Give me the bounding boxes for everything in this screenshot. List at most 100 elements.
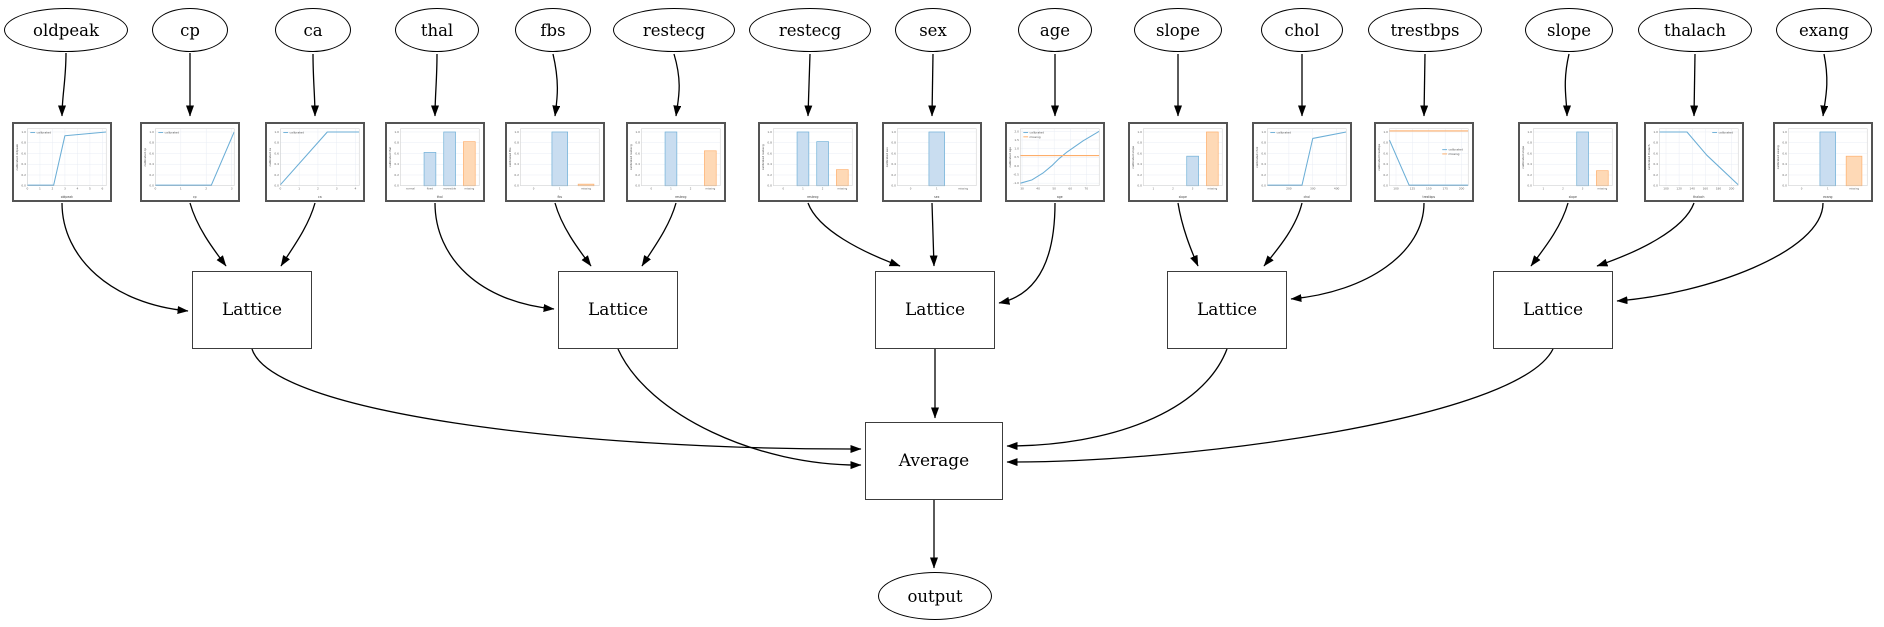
- svg-text:calibrated slope: calibrated slope: [1131, 146, 1135, 169]
- feature-node-restecg-2: restecg: [749, 8, 871, 52]
- edge: [61, 202, 189, 315]
- svg-text:1.0: 1.0: [1383, 130, 1388, 134]
- svg-text:0.6: 0.6: [891, 151, 896, 155]
- svg-text:1: 1: [180, 187, 182, 191]
- feature-node-slope: slope: [1134, 8, 1222, 52]
- svg-text:0.6: 0.6: [1653, 151, 1658, 155]
- svg-text:calibrated: calibrated: [165, 131, 180, 135]
- svg-text:0: 0: [782, 187, 784, 191]
- svg-text:restecg: restecg: [675, 195, 686, 199]
- svg-text:calibrated age: calibrated age: [1008, 147, 1012, 168]
- svg-text:0.8: 0.8: [149, 141, 154, 145]
- svg-text:0.2: 0.2: [394, 173, 399, 177]
- lattice-label: Lattice: [587, 300, 649, 320]
- svg-text:missing: missing: [464, 187, 474, 191]
- feature-label: sex: [919, 20, 947, 40]
- svg-text:0.4: 0.4: [1137, 162, 1142, 166]
- svg-text:1.0: 1.0: [635, 130, 640, 134]
- svg-text:0.4: 0.4: [1782, 162, 1787, 166]
- svg-text:1: 1: [559, 187, 561, 191]
- svg-text:0: 0: [533, 187, 535, 191]
- svg-text:200: 200: [1286, 187, 1292, 191]
- svg-text:missing: missing: [837, 187, 847, 191]
- svg-text:0.8: 0.8: [767, 141, 772, 145]
- svg-text:1.0: 1.0: [1782, 130, 1787, 134]
- svg-text:0.4: 0.4: [767, 162, 772, 166]
- svg-text:0.8: 0.8: [21, 141, 26, 145]
- svg-text:2: 2: [690, 187, 692, 191]
- feature-label: restecg: [642, 20, 706, 40]
- svg-text:0.0: 0.0: [149, 184, 154, 188]
- svg-text:fixed: fixed: [427, 187, 434, 191]
- edge: [310, 53, 319, 117]
- edge: [929, 202, 938, 267]
- svg-text:0.6: 0.6: [274, 151, 279, 155]
- svg-text:0.6: 0.6: [1137, 151, 1142, 155]
- edge: [998, 202, 1056, 305]
- svg-text:2: 2: [822, 187, 824, 191]
- svg-text:calibrated exang: calibrated exang: [1776, 145, 1780, 169]
- edge: [431, 53, 440, 117]
- svg-text:1.0: 1.0: [514, 130, 519, 134]
- svg-text:chol: chol: [1304, 195, 1311, 199]
- svg-text:300: 300: [1310, 187, 1316, 191]
- svg-text:0.6: 0.6: [1527, 151, 1532, 155]
- svg-text:160: 160: [1703, 187, 1709, 191]
- svg-text:0.8: 0.8: [1383, 141, 1388, 145]
- svg-text:oldpeak: oldpeak: [61, 195, 73, 199]
- svg-text:1.0: 1.0: [1014, 147, 1019, 151]
- svg-text:1.0: 1.0: [1137, 130, 1142, 134]
- lattice-label: Lattice: [1196, 300, 1258, 320]
- svg-text:0.0: 0.0: [1653, 184, 1658, 188]
- svg-text:0.6: 0.6: [514, 151, 519, 155]
- svg-text:1.0: 1.0: [21, 130, 26, 134]
- svg-text:0.5: 0.5: [1014, 155, 1019, 159]
- svg-text:0: 0: [910, 187, 912, 191]
- svg-text:400: 400: [1334, 187, 1340, 191]
- svg-text:0.4: 0.4: [891, 162, 896, 166]
- svg-text:0.0: 0.0: [1014, 164, 1019, 168]
- svg-text:1: 1: [1542, 187, 1544, 191]
- svg-text:120: 120: [1676, 187, 1682, 191]
- svg-text:0.0: 0.0: [1527, 184, 1532, 188]
- svg-text:-0.5: -0.5: [1013, 172, 1019, 176]
- svg-text:calibrated thal: calibrated thal: [388, 147, 392, 168]
- edge: [554, 202, 592, 267]
- svg-text:2: 2: [205, 187, 207, 191]
- svg-text:trestbps: trestbps: [1423, 195, 1436, 199]
- svg-text:0.0: 0.0: [1137, 184, 1142, 188]
- svg-text:3: 3: [1582, 187, 1584, 191]
- svg-text:2: 2: [1172, 187, 1174, 191]
- svg-text:missing: missing: [581, 187, 591, 191]
- feature-node-cp: cp: [152, 8, 228, 52]
- svg-text:missing: missing: [705, 187, 715, 191]
- lattice-node-4: Lattice: [1167, 271, 1287, 349]
- svg-text:0.0: 0.0: [21, 184, 26, 188]
- svg-text:1.0: 1.0: [1653, 130, 1658, 134]
- svg-text:calibrated cp: calibrated cp: [143, 148, 147, 167]
- svg-text:1: 1: [802, 187, 804, 191]
- svg-text:70: 70: [1084, 187, 1088, 191]
- feature-node-sex: sex: [895, 8, 971, 52]
- svg-text:150: 150: [1426, 187, 1432, 191]
- svg-text:2.0: 2.0: [1014, 129, 1019, 133]
- feature-node-age: age: [1018, 8, 1092, 52]
- svg-text:thal: thal: [437, 195, 443, 199]
- svg-text:missing: missing: [1030, 135, 1041, 139]
- svg-text:slope: slope: [1179, 195, 1187, 199]
- feature-label: ca: [303, 20, 323, 40]
- svg-text:0.2: 0.2: [635, 173, 640, 177]
- svg-text:calibrated fbs: calibrated fbs: [508, 147, 512, 167]
- svg-text:0.0: 0.0: [1261, 184, 1266, 188]
- svg-text:0.2: 0.2: [1782, 173, 1787, 177]
- svg-text:0.0: 0.0: [394, 184, 399, 188]
- svg-text:0.4: 0.4: [394, 162, 399, 166]
- svg-text:0.2: 0.2: [274, 173, 279, 177]
- svg-text:40: 40: [1036, 187, 1040, 191]
- edge: [1263, 202, 1303, 267]
- svg-text:200: 200: [1459, 187, 1465, 191]
- feature-node-exang: exang: [1776, 8, 1872, 52]
